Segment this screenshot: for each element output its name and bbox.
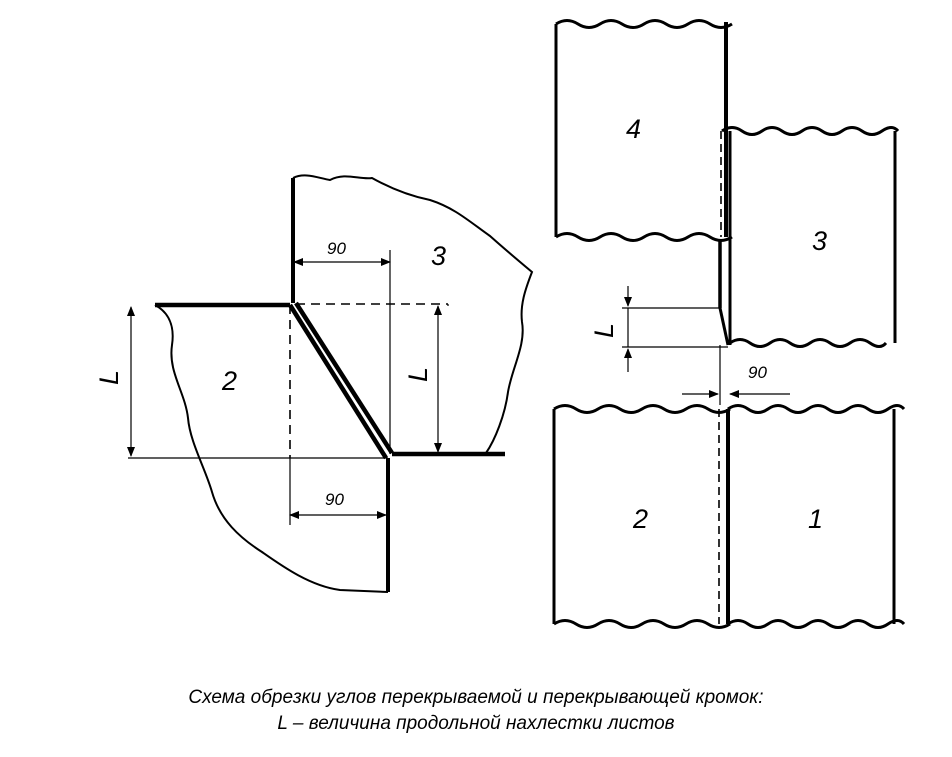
caption-line-1: Схема обрезки углов перекрываемой и пере… <box>188 687 764 708</box>
left-L-right-label: L <box>403 367 433 382</box>
right-dim-90-label: 90 <box>748 363 767 382</box>
right-sheet-2-label: 2 <box>632 504 648 534</box>
left-sheet-2-outline <box>154 304 389 593</box>
left-sheet-3-label: 3 <box>431 241 446 271</box>
right-sheet-4-bottom-wave <box>555 232 733 242</box>
left-sheet-2-label: 2 <box>221 366 237 396</box>
right-sheet-3-label: 3 <box>812 226 827 256</box>
right-sheet-1-bottom-wave <box>727 619 906 629</box>
right-sheet-3-top-wave <box>721 126 900 136</box>
left-diagonal-edge-a <box>288 303 388 460</box>
right-L-label: L <box>589 323 619 338</box>
overlap-diagram: 90 90 2 3 L L <box>94 19 906 629</box>
left-sheet-3-outline <box>292 174 534 454</box>
right-sheet-4-label: 4 <box>626 114 641 144</box>
right-sheet-2-bottom-wave <box>553 619 731 629</box>
right-sheet-4-top-wave <box>555 19 733 29</box>
right-sheet-3-bottom-wave <box>729 338 888 348</box>
right-sheet-2-top-wave <box>553 404 731 414</box>
right-sheet-1-top-wave <box>727 404 906 414</box>
right-sheet-1-label: 1 <box>808 504 823 534</box>
caption-line-2: L – величина продольной нахлестки листов <box>277 713 675 734</box>
left-diagonal-edge-b <box>294 301 394 455</box>
left-L-left-label: L <box>94 370 124 385</box>
left-dim-90-top-label: 90 <box>327 239 346 258</box>
left-scheme: 90 90 2 3 L L <box>94 174 534 593</box>
left-dim-90-bottom-label: 90 <box>325 490 344 509</box>
right-overlap-edge-diagonal <box>718 307 730 346</box>
right-scheme: L 90 4 3 2 1 <box>552 19 906 629</box>
